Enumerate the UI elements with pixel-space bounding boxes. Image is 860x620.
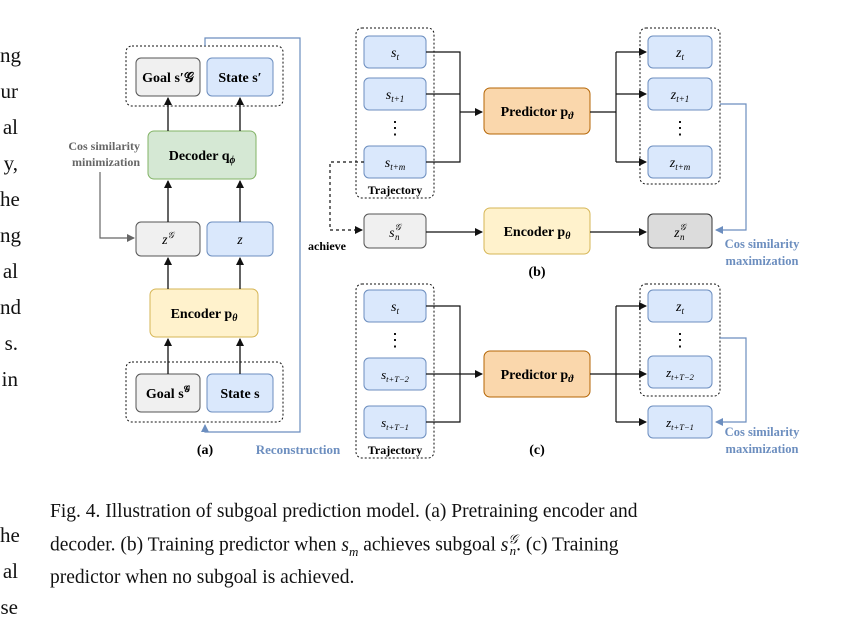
panel-c: st ⋮ st+T−2 st+T−1 Trajectory Predictor … — [355, 283, 800, 459]
left-text-line: al — [2, 115, 18, 139]
caption-line-2: decoder. (b) Training predictor when sm … — [50, 525, 810, 564]
predictor-label: Predictor pϑ — [501, 368, 575, 385]
pred-z-label: zt+T−2 — [665, 365, 695, 382]
ellipsis: ⋮ — [671, 330, 689, 350]
traj-state-label: st+m — [385, 156, 406, 172]
trajectory-group — [355, 283, 435, 459]
cos-min-line2: minimization — [72, 155, 140, 169]
cos-min-line1: Cos similarity — [68, 139, 140, 153]
pred-z-box — [647, 35, 713, 69]
trajectory-label: Trajectory — [368, 443, 422, 457]
pred-z-box — [647, 145, 713, 179]
caption-math: s𝒢n — [500, 531, 518, 559]
left-text-line: y, — [3, 151, 18, 175]
trajectory-group — [355, 27, 435, 199]
pred-z-label: zt — [675, 300, 684, 316]
pred-z-box — [647, 77, 713, 111]
state-prime-box — [206, 57, 274, 97]
traj-state-label: st+1 — [386, 88, 405, 104]
cos-max-loop — [715, 103, 747, 234]
caption-line-3: predictor when no subgoal is achieved. — [50, 567, 355, 589]
z-label: z — [236, 233, 243, 248]
figure-caption: Fig. 4. Illustration of subgoal predicti… — [50, 498, 810, 591]
merge-line — [426, 305, 461, 423]
caption-math: sm — [341, 534, 359, 559]
panel-b: st st+1 ⋮ st+m Trajectory Predictor pϑ z… — [308, 27, 800, 280]
left-text-line: se — [0, 595, 19, 619]
state-prime-label: State s′ — [218, 71, 261, 86]
caption-text: achieves subgoal — [358, 534, 501, 556]
encoder-b-box — [483, 207, 591, 255]
goal-label: Goal s𝒢 — [146, 384, 191, 402]
achieve-label: achieve — [308, 239, 347, 253]
traj-state-label: st — [391, 300, 399, 316]
encoder-box — [149, 288, 259, 338]
traj-state-label: st+T−2 — [381, 367, 410, 384]
left-text-line: he — [0, 523, 20, 547]
caption-text: . (c) Training — [516, 534, 619, 556]
goal-prime-label: Goal s′𝒢 — [142, 71, 195, 86]
state-label: State s — [220, 387, 260, 402]
pred-z-box — [647, 289, 713, 323]
subgoal-state-box — [363, 213, 427, 249]
input-group — [125, 361, 284, 423]
left-text-line: ng — [0, 43, 21, 67]
decoder-label: Decoder qϕ — [169, 149, 236, 166]
encoder-b-label: Encoder pθ — [504, 225, 572, 242]
pred-z-box — [647, 405, 713, 439]
panel-a: Goal s′𝒢 State s′ Decoder qϕ Cos similar… — [68, 37, 341, 458]
predictor-box — [483, 87, 591, 135]
cos-max-loop — [715, 337, 747, 426]
caption-text: decoder. (b) Training predictor when — [50, 534, 342, 556]
trajectory-label: Trajectory — [368, 183, 422, 197]
traj-state-label: st — [391, 46, 399, 62]
pred-z-label: zt+m — [669, 156, 691, 172]
prediction-group — [639, 27, 721, 185]
subgoal-z-box — [647, 213, 713, 249]
cos-min-arrow — [99, 172, 135, 242]
cos-max-line2: maximization — [726, 442, 799, 456]
predictor-label: Predictor pϑ — [501, 105, 575, 122]
cos-max-line2: maximization — [726, 254, 799, 268]
achieve-arrow — [329, 161, 364, 234]
z-goal-label: z𝒢 — [161, 230, 175, 248]
cos-max-line1: Cos similarity — [725, 425, 800, 439]
reconstruction-label: Reconstruction — [256, 442, 341, 457]
pred-z-label: zt+1 — [670, 88, 690, 104]
prediction-group — [639, 283, 721, 397]
encoder-label: Encoder pθ — [171, 307, 239, 324]
left-text-line: ng — [0, 223, 21, 247]
left-text-line: s. — [4, 331, 18, 355]
left-text-line: in — [1, 367, 18, 391]
reconstruction-loop — [201, 37, 301, 433]
merge-line — [426, 51, 461, 163]
caption-line-1: Fig. 4. Illustration of subgoal predicti… — [50, 501, 638, 522]
panel-c-label: (c) — [529, 443, 545, 458]
ellipsis: ⋮ — [671, 118, 689, 138]
left-text-line: al — [2, 259, 18, 283]
goal-prime-box — [135, 57, 201, 97]
ellipsis: ⋮ — [386, 118, 404, 138]
traj-state-label: st+T−1 — [381, 415, 409, 432]
left-text-line: nd — [0, 295, 21, 319]
cos-max-line1: Cos similarity — [725, 237, 800, 251]
pred-z-box — [647, 355, 713, 389]
decoder-box — [147, 130, 257, 180]
subgoal-prediction-diagram: Goal s′𝒢 State s′ Decoder qϕ Cos similar… — [68, 27, 800, 459]
left-text-line: ur — [0, 79, 19, 103]
panel-b-label: (b) — [528, 265, 545, 280]
left-text-line: al — [2, 559, 18, 583]
left-text-line: he — [0, 187, 20, 211]
panel-a-label: (a) — [197, 443, 214, 458]
pred-z-label: zt — [675, 46, 684, 62]
pred-z-label: zt+T−1 — [665, 415, 694, 432]
ellipsis: ⋮ — [386, 330, 404, 350]
